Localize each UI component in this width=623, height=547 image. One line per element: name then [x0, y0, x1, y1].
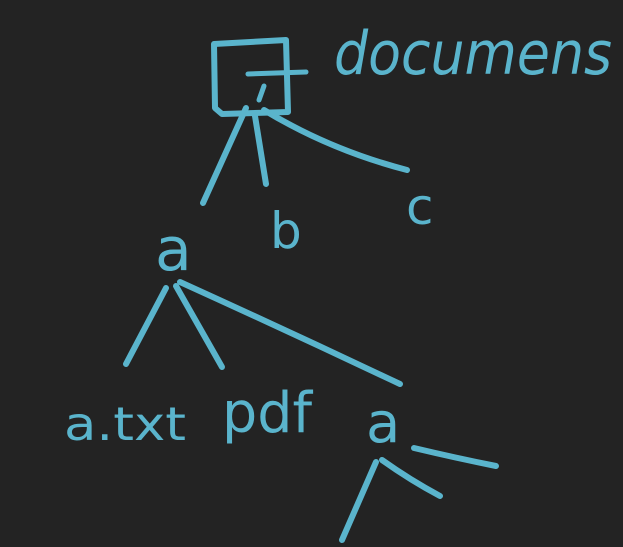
- edge-subfolder-mid: [379, 457, 443, 499]
- edge-a-subfolder: [177, 279, 403, 387]
- edge-subfolder-right: [411, 445, 499, 469]
- root-folder-icon: [211, 37, 309, 117]
- node-pdf: pdf: [222, 381, 313, 446]
- edge-root-b: [252, 113, 269, 187]
- node-b: b: [270, 202, 302, 260]
- edge-a-txt: [123, 285, 169, 367]
- root-label: documens: [334, 19, 612, 89]
- node-a: a: [155, 215, 192, 285]
- node-a-txt: a.txt: [64, 397, 186, 451]
- node-c: c: [406, 178, 434, 236]
- edge-root-a: [200, 105, 249, 206]
- edge-root-c: [261, 107, 410, 173]
- node-subfolder-a: a: [366, 391, 400, 456]
- edge-subfolder-left: [339, 459, 379, 543]
- edge-a-pdf: [173, 283, 225, 370]
